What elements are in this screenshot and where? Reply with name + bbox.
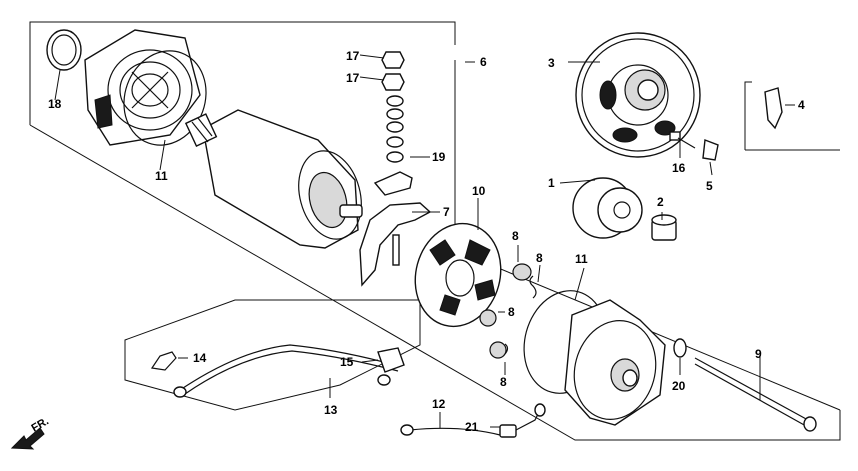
callout-1: 1 — [548, 176, 555, 190]
callout-10: 10 — [472, 184, 486, 198]
springs — [479, 263, 537, 359]
callout-2: 2 — [657, 195, 664, 209]
cable-group-outline — [124, 299, 421, 411]
starter-cable-13 — [150, 344, 405, 398]
assembly-outline-lower — [29, 124, 841, 441]
bracket-4 — [744, 81, 752, 150]
through-bolt — [694, 357, 817, 432]
o-ring-front — [123, 50, 207, 146]
driven-gear — [572, 177, 643, 239]
clip-4 — [764, 87, 783, 130]
callout-14: 14 — [193, 351, 207, 365]
callout-8-b: 8 — [536, 251, 543, 265]
callout-5: 5 — [706, 179, 713, 193]
needle-bearing — [651, 214, 677, 241]
callout-8-a: 8 — [512, 229, 519, 243]
callout-19: 19 — [432, 150, 446, 164]
nut-stack — [381, 51, 405, 163]
front-label: FR. — [30, 415, 51, 434]
callout-8-c: 8 — [508, 305, 515, 319]
callout-8-d: 8 — [500, 375, 507, 389]
leader-lines — [54, 54, 795, 428]
motor-body — [184, 109, 363, 249]
callout-15: 15 — [340, 355, 354, 369]
callout-3: 3 — [548, 56, 555, 70]
bolt-16 — [669, 131, 696, 149]
clamp-5 — [702, 139, 719, 161]
gasket-ring-18 — [46, 29, 82, 71]
front-cover — [84, 29, 201, 146]
callout-20: 20 — [672, 379, 686, 393]
callout-16: 16 — [672, 161, 686, 175]
callout-18: 18 — [48, 97, 62, 111]
callout-11-rear: 11 — [575, 252, 588, 266]
brush-plate — [414, 222, 502, 328]
callout-13: 13 — [324, 403, 338, 417]
rear-cover — [523, 290, 666, 426]
brush-holder — [359, 171, 432, 287]
ground-cable-12 — [400, 403, 546, 438]
callout-12: 12 — [432, 397, 446, 411]
clutch-gear — [575, 32, 701, 158]
callout-7: 7 — [443, 205, 450, 219]
assembly-outline — [29, 21, 456, 125]
washer-20 — [673, 338, 687, 358]
callout-11-front: 11 — [155, 169, 168, 183]
front-direction-arrow: FR. — [10, 415, 51, 450]
callout-4: 4 — [798, 98, 805, 112]
callout-17-b: 17 — [346, 71, 360, 85]
callout-21: 21 — [465, 420, 479, 434]
callout-6: 6 — [480, 55, 487, 69]
callout-17-a: 17 — [346, 49, 360, 63]
callout-9: 9 — [755, 347, 762, 361]
